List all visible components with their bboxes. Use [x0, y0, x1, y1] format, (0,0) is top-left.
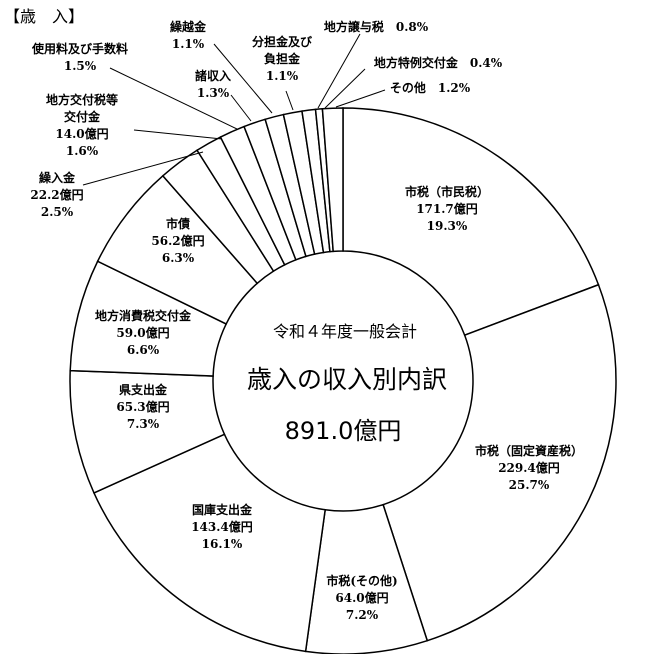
- leader-line-7: [82, 151, 204, 186]
- leader-line-8: [133, 129, 223, 140]
- center-subtitle: 令和４年度一般会計: [273, 322, 417, 341]
- leader-line-13: [317, 33, 361, 109]
- leader-line-11: [213, 43, 273, 114]
- leader-line-10: [230, 94, 252, 122]
- slice-1: [382, 283, 617, 642]
- slice-15: [321, 107, 344, 253]
- leader-line-14: [324, 68, 366, 109]
- slice-3: [92, 433, 327, 653]
- leader-line-15: [335, 89, 386, 108]
- slice-label-14: 地方特例交付金 0.4%: [374, 55, 503, 70]
- center-title: 歳入の収入別内訳: [247, 365, 447, 394]
- donut-slices: [69, 107, 617, 654]
- center-total: 891.0億円: [285, 417, 402, 445]
- slice-label-15: その他 1.2%: [390, 80, 471, 95]
- leader-line-9: [109, 67, 238, 130]
- section-header: 【歳 入】: [4, 7, 84, 26]
- leader-line-12: [285, 90, 294, 111]
- slice-label-13: 地方譲与税 0.8%: [324, 19, 429, 34]
- slice-0: [342, 107, 600, 337]
- leader-lines: [82, 33, 386, 186]
